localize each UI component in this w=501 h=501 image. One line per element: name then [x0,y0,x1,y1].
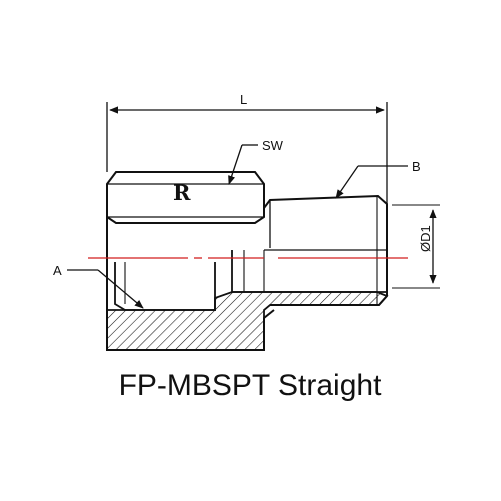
sw-label: SW [262,138,284,153]
hatched-section [106,291,389,351]
length-label: L [240,92,247,107]
length-dimension: L [106,92,388,205]
diameter-label: ØD1 [418,225,433,252]
male-thread-end [263,194,388,306]
sw-leader: SW [228,138,284,185]
b-label: B [412,159,421,174]
diameter-dimension: ØD1 [392,204,440,289]
diagram-title: FP-MBSPT Straight [119,369,383,402]
a-leader: A [53,263,144,309]
b-leader: B [335,159,421,199]
brand-logo: R [173,180,191,205]
a-label: A [53,263,62,278]
